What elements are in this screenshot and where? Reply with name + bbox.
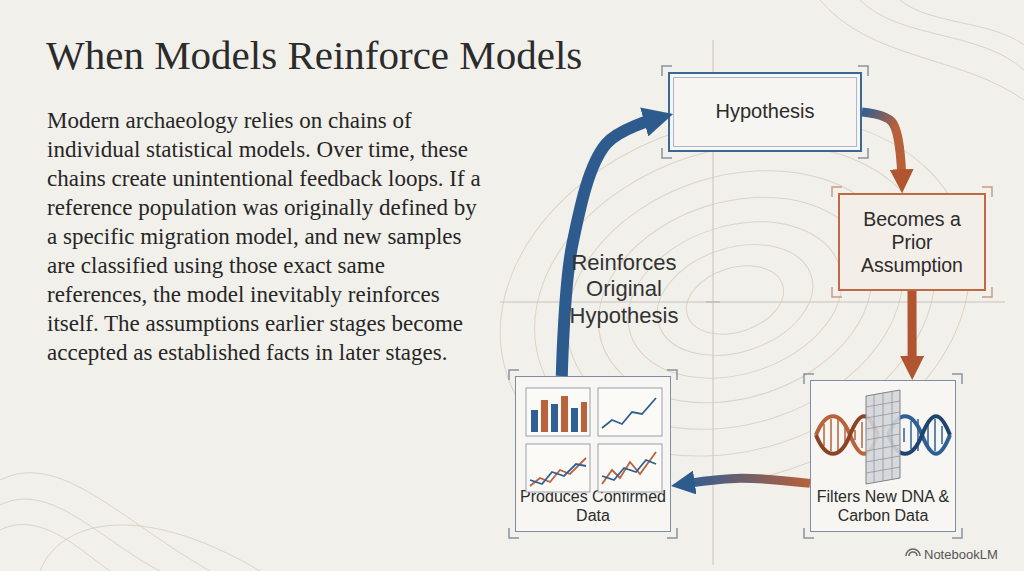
chart-bar <box>551 404 558 432</box>
dna-rung <box>941 426 943 444</box>
dna-rung <box>837 419 839 451</box>
corner-bracket <box>832 187 992 297</box>
contour-line <box>608 196 863 405</box>
body-paragraph: Modern archaeology relies on chains of i… <box>47 106 489 367</box>
dna-strand <box>816 416 878 454</box>
dna-rung <box>823 424 825 446</box>
connectors <box>562 112 912 484</box>
node-text: Becomes a Prior Assumption <box>852 208 972 277</box>
watermark: NotebookLM <box>924 546 1020 564</box>
dna-illustration <box>816 390 950 484</box>
dna-rungs <box>904 419 942 451</box>
contour-line <box>678 254 793 346</box>
dna-strand <box>816 416 878 454</box>
corner-bracket <box>662 66 868 158</box>
contour-line <box>494 94 977 506</box>
corner-bracket <box>509 370 677 538</box>
chart-line <box>530 458 586 486</box>
flow-arrow <box>687 478 810 483</box>
dna-rung <box>927 420 929 450</box>
crosshair-tick <box>706 301 720 303</box>
corner-brackets <box>509 66 992 538</box>
contour-line <box>820 0 1024 100</box>
dna-strand <box>888 416 950 454</box>
chart-illustration <box>526 388 662 492</box>
filter-grid-lines <box>866 392 900 483</box>
filter-grid <box>866 390 900 484</box>
contour-line <box>572 164 899 437</box>
chart-panel <box>526 444 590 492</box>
contour-line <box>40 525 260 571</box>
contour-line <box>533 129 937 471</box>
chart-bar <box>581 402 587 432</box>
watermark-arc <box>906 549 920 556</box>
corner-bracket <box>804 374 962 538</box>
dna-rung <box>844 425 846 445</box>
dna-rung <box>861 422 863 448</box>
chart-bar <box>571 408 578 432</box>
node-text: Filters New DNA & Carbon Data <box>815 488 951 526</box>
chart-box: Produces Confirmed Data <box>515 376 671 532</box>
node-text: Produces Confirmed Data <box>520 488 666 526</box>
filter-box: Filters New DNA & Carbon Data <box>810 380 956 532</box>
contour-line <box>900 0 1024 45</box>
flow-arrow <box>908 291 917 364</box>
chart-bar <box>541 400 548 432</box>
chart-panels <box>526 388 662 492</box>
contour-line <box>643 226 827 374</box>
process-box: Becomes a Prior Assumption <box>838 193 986 291</box>
dna-rung <box>854 430 856 440</box>
edge-label: Reinforces Original Hypothesis <box>546 250 702 329</box>
flow-arrow <box>862 112 902 177</box>
node-text: Hypothesis <box>716 100 815 124</box>
chart-panel <box>598 388 662 436</box>
chart-line <box>602 398 656 428</box>
dna-rung <box>910 421 912 449</box>
dna-rungs <box>824 419 862 451</box>
chart-line <box>530 464 586 484</box>
contour-line <box>0 499 160 571</box>
hypothesis-box: Hypothesis <box>668 72 862 152</box>
contour-line <box>0 473 210 571</box>
bar-chart <box>531 396 587 432</box>
contour-line <box>452 57 1019 544</box>
dna-rung <box>934 419 936 451</box>
chart-panel <box>598 444 662 492</box>
watermark-icon <box>906 549 920 556</box>
chart-bar <box>531 410 538 432</box>
chart-panel <box>526 388 590 436</box>
chart-bar <box>561 396 568 432</box>
dna-rung <box>903 428 905 442</box>
flow-arrow <box>562 119 654 376</box>
dna-strand <box>888 416 950 454</box>
crosshair-line <box>500 302 1005 303</box>
watermark-arc <box>909 552 917 556</box>
chart-line <box>602 460 656 480</box>
contour-line <box>860 0 1024 70</box>
dna-rung <box>830 419 832 451</box>
dna-rung <box>917 419 919 451</box>
crosshair <box>500 40 1005 565</box>
chart-line <box>602 452 656 484</box>
slide-title: When Models Reinforce Models <box>46 31 582 79</box>
